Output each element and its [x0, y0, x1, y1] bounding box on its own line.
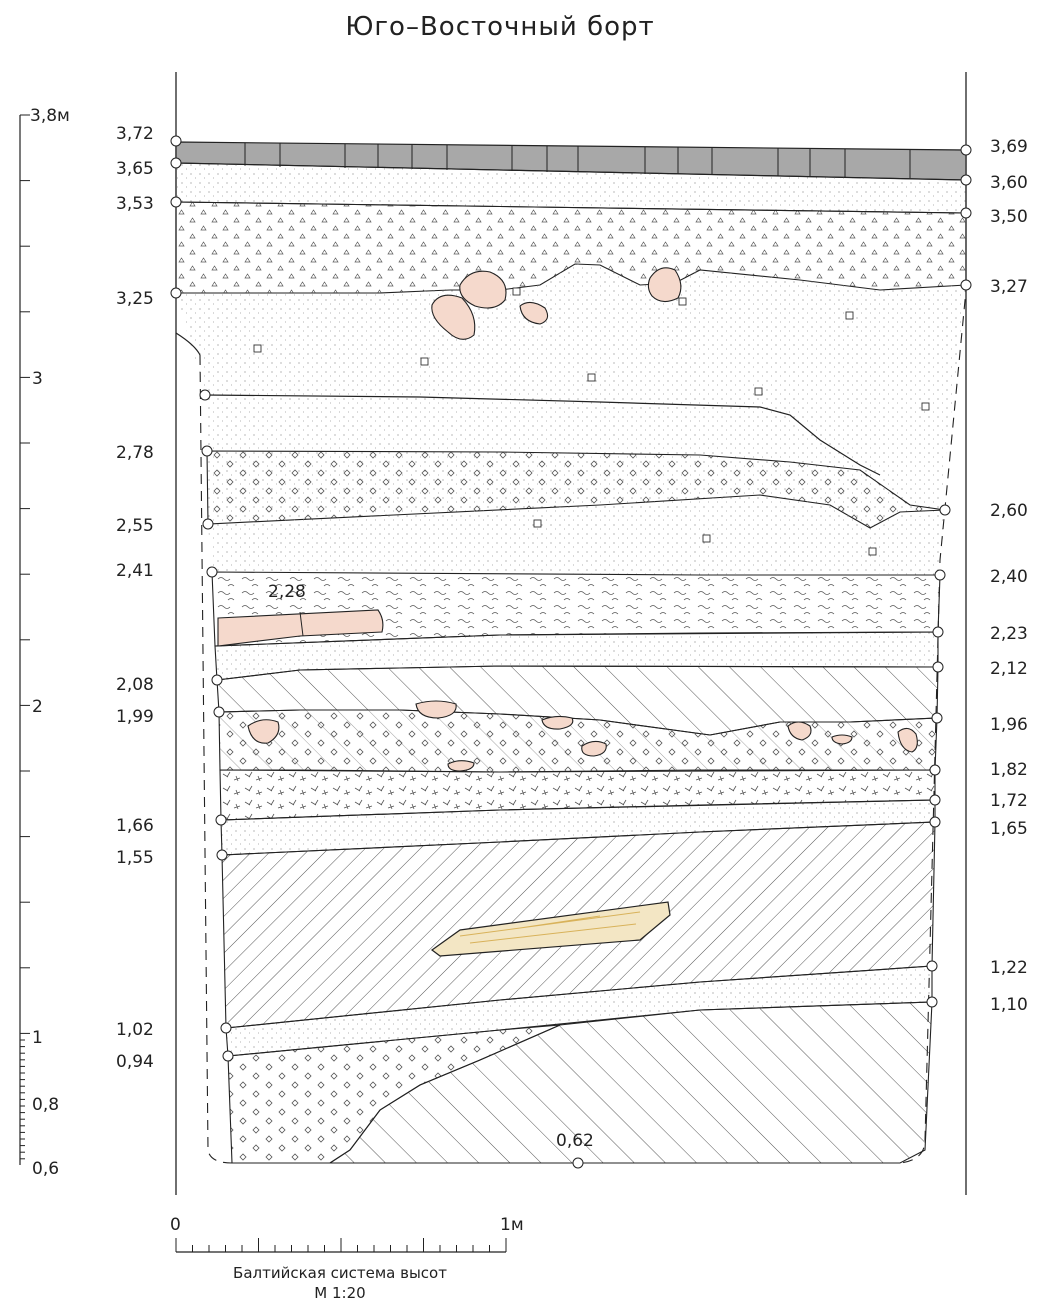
right-mark: 2,40: [990, 567, 1028, 587]
left-mark: 2,78: [116, 443, 154, 463]
left-mark: 2,55: [116, 516, 154, 536]
stones: [217, 267, 918, 772]
bottom-mark: 0,62: [556, 1131, 594, 1151]
right-mark: 1,82: [990, 760, 1028, 780]
layer-sand-mid: [208, 495, 945, 575]
find-marker: [845, 311, 854, 320]
left-mark: 1,66: [116, 816, 154, 836]
vscale-label-08: 0,8: [32, 1095, 59, 1115]
right-mark: 3,60: [990, 173, 1028, 193]
pit-outline: [199, 289, 967, 1164]
stone: [897, 727, 918, 753]
stone: [519, 301, 549, 325]
vscale-label-3: 3: [32, 369, 43, 389]
left-mark: 1,99: [116, 707, 154, 727]
find-marker: [678, 297, 687, 306]
vscale-label-38: 3,8м: [30, 106, 70, 126]
scale-end-label: 1м: [500, 1215, 524, 1235]
right-mark: 1,22: [990, 958, 1028, 978]
left-mark: 3,25: [116, 289, 154, 309]
section-title: Юго–Восточный борт: [345, 12, 654, 42]
layer-diamond-hatch-overlay: [219, 710, 937, 772]
find-marker: [868, 547, 877, 556]
vscale-label-1: 1: [32, 1028, 43, 1048]
find-marker: [420, 357, 429, 366]
find-marker: [512, 287, 521, 296]
right-mark: 1,10: [990, 995, 1028, 1015]
right-mark: 3,50: [990, 207, 1028, 227]
pit-corner-left: [175, 332, 201, 356]
right-mark: 3,27: [990, 277, 1028, 297]
left-mark: 1,55: [116, 848, 154, 868]
stone-slab: [217, 609, 384, 647]
right-mark: 2,12: [990, 659, 1028, 679]
find-marker: [533, 519, 542, 528]
find-marker: [754, 387, 763, 396]
right-elevation-labels: 3,69 3,60 3,50 3,27 2,60 2,40 2,23 2,12 …: [990, 137, 1028, 1015]
right-mark: 1,96: [990, 715, 1028, 735]
stone-slab-edge: [299, 611, 304, 637]
right-mark: 1,65: [990, 819, 1028, 839]
left-mark: 2,08: [116, 675, 154, 695]
scale-system-label: Балтийская система высот: [233, 1264, 447, 1282]
vertical-elevation-scale: 3,8м 3 2 1 0,8 0,6: [19, 106, 70, 1179]
find-marker: [702, 534, 711, 543]
left-mark: 0,94: [116, 1052, 154, 1072]
vscale-label-06: 0,6: [32, 1159, 59, 1179]
right-mark: 1,72: [990, 791, 1028, 811]
left-mark: 2,28: [268, 582, 306, 602]
stone: [787, 721, 812, 741]
find-marker: [587, 373, 596, 382]
left-mark: 2,41: [116, 561, 154, 581]
scale-ratio-label: М 1:20: [314, 1284, 365, 1302]
find-marker: [253, 344, 262, 353]
stone: [647, 267, 682, 303]
left-mark: 3,72: [116, 124, 154, 144]
benchmark-points: [170, 135, 972, 1169]
stone: [247, 719, 280, 744]
right-mark: 2,23: [990, 624, 1028, 644]
stone: [447, 760, 475, 772]
scale-start-label: 0: [170, 1215, 181, 1235]
wooden-plank: [430, 901, 671, 957]
horizontal-scale-bar: 0 1м Балтийская система высот М 1:20: [170, 1215, 524, 1302]
left-mark: 3,65: [116, 159, 154, 179]
stone: [415, 700, 457, 719]
left-mark: 3,53: [116, 194, 154, 214]
layer-boundary-1: [204, 394, 881, 476]
small-finds: [253, 287, 930, 556]
right-mark: 3,69: [990, 137, 1028, 157]
left-mark: 1,02: [116, 1020, 154, 1040]
find-marker: [921, 402, 930, 411]
vscale-label-2: 2: [32, 697, 43, 717]
stone: [581, 740, 607, 757]
stone: [431, 294, 476, 340]
right-mark: 2,60: [990, 501, 1028, 521]
stone: [541, 715, 574, 730]
left-elevation-labels: 3,72 3,65 3,53 3,25 2,78 2,55 2,41 2,28 …: [116, 124, 306, 1072]
stone: [459, 270, 507, 309]
stone: [831, 734, 853, 745]
